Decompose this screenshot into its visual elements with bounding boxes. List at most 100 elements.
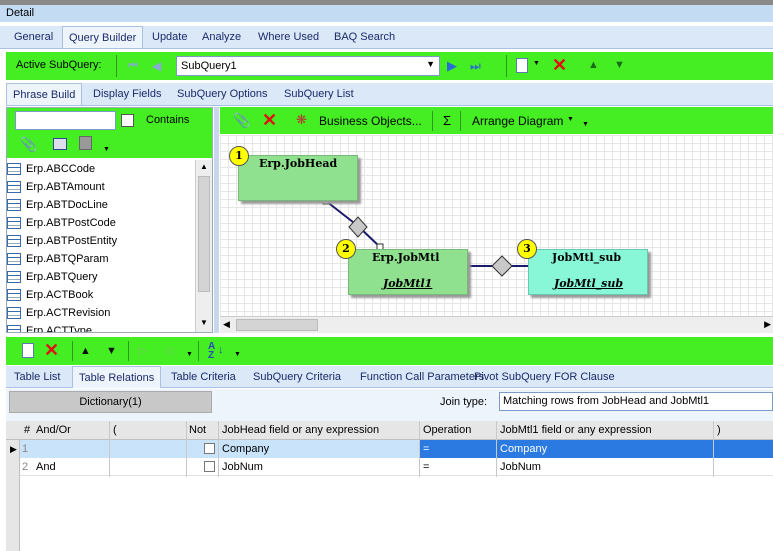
col-header-andor[interactable]: And/Or (36, 424, 71, 436)
scroll-thumb[interactable] (236, 319, 318, 331)
business-objects-button[interactable]: Business Objects... (319, 114, 422, 128)
node-title: JobMtl_sub (552, 251, 622, 264)
scroll-right-icon[interactable]: ▶ (764, 319, 771, 329)
list-scrollbar[interactable]: ▲ ▼ (195, 160, 212, 332)
cell-open-paren[interactable] (110, 440, 186, 458)
dictionary-button[interactable]: Dictionary(1) (9, 391, 212, 413)
subquery-select[interactable]: SubQuery1 ▼ (176, 56, 440, 76)
table-icon (7, 199, 21, 211)
col-header-not[interactable]: Not (189, 424, 207, 436)
chevron-down-icon[interactable]: ▼ (186, 351, 193, 358)
delete-icon[interactable]: ✕ (262, 110, 278, 130)
tab-phrase-build[interactable]: Phrase Build (6, 83, 83, 105)
toolbar-separator (506, 55, 507, 77)
next-record-icon[interactable]: ▶ (447, 58, 457, 73)
cell-operation[interactable]: = (423, 443, 430, 455)
link-icon[interactable]: 📎 (233, 112, 251, 128)
cell-close-paren[interactable] (714, 458, 764, 476)
tab-table-relations[interactable]: Table Relations (72, 366, 162, 388)
move-up-icon[interactable]: ▲ (588, 59, 599, 71)
table-row[interactable]: 1 Company = Company (20, 440, 773, 458)
table-node-jobmtl-sub[interactable]: JobMtl_sub JobMtl_sub (528, 249, 648, 295)
scroll-left-icon[interactable]: ◀ (223, 319, 230, 329)
row-highlight (420, 440, 773, 458)
table-row[interactable]: 2 And JobNum = JobNum (20, 458, 773, 476)
col-header-operation[interactable]: Operation (423, 424, 472, 436)
cell-operation[interactable]: = (423, 461, 430, 473)
cell-left-field[interactable]: JobNum (222, 461, 263, 473)
col-header-right-field[interactable]: JobMtl1 field or any expression (500, 424, 652, 436)
chevron-down-icon[interactable]: ▼ (582, 121, 589, 128)
scroll-down-icon[interactable]: ▼ (200, 318, 208, 327)
tab-where-used[interactable]: Where Used (258, 31, 320, 43)
table-view-icon[interactable] (53, 138, 67, 150)
indent-icon[interactable]: ▷ (138, 345, 147, 357)
new-document-icon[interactable] (22, 343, 34, 358)
splitter[interactable] (214, 107, 219, 333)
tab-pivot-subquery[interactable]: Pivot SubQuery FOR Clause (474, 371, 615, 383)
scroll-up-icon[interactable]: ▲ (200, 162, 208, 171)
cell-right-field[interactable]: Company (500, 443, 548, 455)
column-divider (218, 421, 219, 477)
new-document-icon[interactable] (516, 58, 528, 73)
table-node-jobmtl[interactable]: Erp.JobMtl JobMtl1 (348, 249, 468, 295)
not-checkbox[interactable] (204, 443, 215, 454)
search-input[interactable] (15, 111, 116, 130)
table-node-jobhead[interactable]: Erp.JobHead (238, 155, 358, 201)
delete-icon[interactable]: ✕ (552, 55, 568, 75)
cell-andor[interactable]: And (36, 461, 56, 473)
tab-subquery-options[interactable]: SubQuery Options (177, 88, 268, 100)
move-up-icon[interactable]: ▲ (80, 345, 91, 357)
outdent-icon[interactable]: ◁ (164, 345, 173, 357)
cell-right-field[interactable]: JobNum (500, 461, 541, 473)
tab-display-fields[interactable]: Display Fields (93, 88, 162, 100)
cell-andor[interactable] (33, 440, 109, 458)
chevron-down-icon[interactable]: ▼ (533, 60, 540, 67)
scroll-thumb[interactable] (198, 176, 210, 292)
dictionary-button-label: Dictionary(1) (79, 396, 142, 408)
previous-record-icon[interactable]: ◀ (152, 59, 162, 73)
current-row-indicator-icon: ▶ (10, 444, 17, 454)
arrange-diagram-button[interactable]: Arrange Diagram (472, 114, 564, 128)
sigma-button[interactable]: Σ (443, 113, 452, 128)
left-panel-toolbar: Contains 📎 ▼ (7, 108, 212, 158)
tab-subquery-criteria[interactable]: SubQuery Criteria (253, 371, 342, 383)
link-icon[interactable]: 📎 (20, 136, 38, 152)
move-down-icon[interactable]: ▼ (614, 59, 625, 71)
delete-icon[interactable]: ✕ (44, 340, 60, 360)
col-header-left-field[interactable]: JobHead field or any expression (222, 424, 380, 436)
tab-table-criteria[interactable]: Table Criteria (171, 371, 236, 383)
diagram-hscrollbar[interactable]: ◀ ▶ (220, 316, 773, 333)
tab-subquery-list[interactable]: SubQuery List (284, 88, 354, 100)
last-record-icon[interactable]: ⏭ (470, 59, 481, 73)
contains-checkbox[interactable] (121, 114, 134, 127)
cell-open-paren[interactable] (110, 458, 186, 476)
join-type-select[interactable]: Matching rows from JobHead and JobMtl1 (499, 392, 773, 411)
tab-query-builder[interactable]: Query Builder (62, 26, 144, 48)
subquery-select-value: SubQuery1 (181, 60, 237, 72)
chevron-down-icon[interactable]: ▼ (234, 351, 241, 358)
business-objects-icon[interactable]: ❋ (296, 112, 307, 127)
node-number-badge: 3 (517, 239, 537, 259)
move-down-icon[interactable]: ▼ (106, 345, 117, 357)
diagram-canvas[interactable]: Erp.JobHead 1 Erp.JobMtl JobMtl1 2 JobMt… (220, 135, 773, 316)
tab-table-list[interactable]: Table List (14, 371, 61, 383)
table-icon (7, 271, 21, 283)
tab-function-call-parameters[interactable]: Function Call Parameters (360, 371, 485, 383)
chevron-down-icon[interactable]: ▼ (103, 146, 110, 153)
tab-baq-search[interactable]: BAQ Search (334, 31, 396, 43)
save-icon[interactable] (79, 136, 92, 150)
cell-left-field[interactable]: Company (222, 443, 270, 455)
sort-arrow-icon[interactable]: ↓ (218, 344, 224, 356)
chevron-down-icon[interactable]: ▼ (567, 116, 574, 123)
col-header-open-paren[interactable]: ( (113, 424, 117, 436)
col-header-close-paren[interactable]: ) (717, 424, 721, 436)
cell-close-paren[interactable] (714, 440, 764, 458)
tab-update[interactable]: Update (152, 31, 188, 43)
tab-analyze[interactable]: Analyze (202, 31, 242, 43)
tab-general[interactable]: General (14, 31, 54, 43)
not-checkbox[interactable] (204, 461, 215, 472)
chevron-down-icon[interactable]: ▼ (426, 59, 435, 69)
first-record-icon[interactable]: ⏮ (128, 60, 138, 72)
